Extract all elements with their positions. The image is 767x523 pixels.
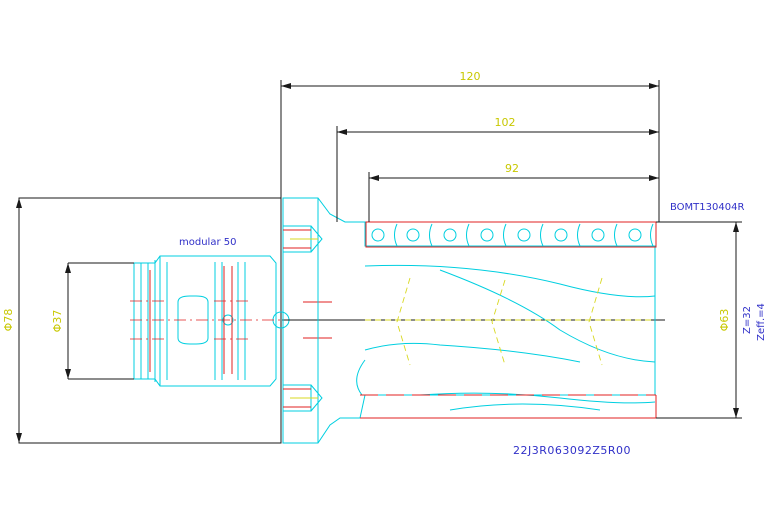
dim-shank-inner-dia: Φ37 [51, 310, 64, 333]
dimensions: 120 102 92 Φ78 Φ37 Φ63 [2, 70, 742, 443]
dim-cutting-dia: Φ63 [718, 309, 731, 332]
z-total-label: Z=32 [742, 306, 753, 334]
connection-label: modular 50 [179, 237, 236, 248]
part-number-label: 22J3R063092Z5R00 [513, 444, 631, 457]
z-effective-label: Zeff.=4 [756, 303, 767, 341]
dim-shank-outer-dia: Φ78 [2, 309, 15, 332]
dim-length-102: 102 [495, 116, 516, 129]
insert-code-label: BOMT130404R [670, 202, 744, 213]
cutter-head [282, 197, 657, 444]
insert-row-top [365, 221, 657, 248]
shank-section [18, 197, 290, 444]
dim-length-92: 92 [505, 162, 519, 175]
dim-overall-length: 120 [460, 70, 481, 83]
